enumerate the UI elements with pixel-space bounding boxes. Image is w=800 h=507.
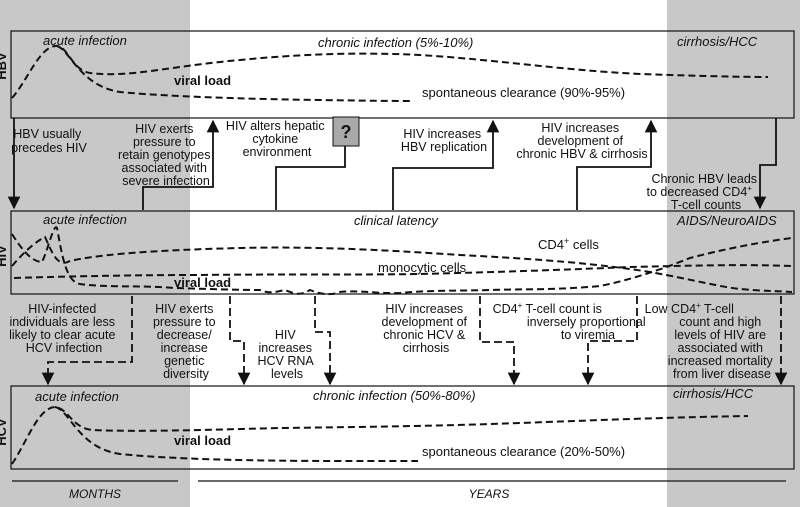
- hcv-acute-label: acute infection: [35, 389, 119, 404]
- cd4-cells-label: CD4+ cells: [538, 236, 599, 252]
- question-box: [332, 116, 360, 147]
- late-stage-shaded-region: [667, 0, 800, 507]
- hbv-side-label: HBV: [0, 52, 9, 80]
- hiv-acute-label: acute infection: [43, 212, 127, 227]
- hiv-latency-label: clinical latency: [354, 213, 439, 228]
- hbv-chronic-curve: [11, 44, 769, 99]
- hcv-viral-load-label: viral load: [174, 433, 231, 448]
- monocytic-cells-label: monocytic cells: [378, 260, 467, 275]
- arrow-replication: [392, 119, 500, 210]
- months-label: MONTHS: [69, 487, 121, 501]
- hbv-clearance-label: spontaneous clearance (90%-95%): [422, 85, 625, 100]
- arrow-hbv-cd4: [753, 118, 777, 210]
- hcv-note-viremia: CD4+ T-cell count is inversely proportio…: [493, 301, 650, 342]
- hiv-aids-label: AIDS/NeuroAIDS: [676, 213, 777, 228]
- hcv-note-rna: HIV increases HCV RNA levels: [257, 328, 316, 381]
- hcv-note-cirrhosis: HIV increases development of chronic HCV…: [382, 302, 471, 355]
- arrow-hbv-cirrhosis: [576, 119, 658, 210]
- monocytic-curve: [13, 264, 793, 279]
- arrow-cytokine: [275, 146, 346, 210]
- hcv-side-label: HCV: [0, 418, 9, 446]
- hiv-side-label: HIV: [0, 245, 9, 267]
- arrow-hcv-rna: [314, 296, 337, 386]
- hbv-note-cytokine: HIV alters hepatic cytokine environment: [226, 119, 328, 159]
- hbv-cirrhosis-label: cirrhosis/HCC: [677, 34, 758, 49]
- hcv-panel: [10, 385, 795, 470]
- hbv-note-cirrhosis: HIV increases development of chronic HBV…: [516, 121, 647, 161]
- hcv-clearance-label: spontaneous clearance (20%-50%): [422, 444, 625, 459]
- hcv-chronic-label: chronic infection (50%-80%): [313, 388, 476, 403]
- question-mark-icon: ?: [341, 122, 352, 142]
- hcv-note-mortality: Low CD4+ T-cell count and high levels of…: [645, 301, 777, 381]
- arrow-genotypes: [142, 119, 220, 210]
- arrow-hcv-cirrhosis: [479, 296, 521, 386]
- arrow-hcv-viremia: [581, 296, 638, 386]
- hbv-clearance-curve: [56, 45, 413, 102]
- hbv-panel: [10, 30, 795, 119]
- years-label: YEARS: [469, 487, 510, 501]
- months-shaded-region: [0, 0, 190, 507]
- hbv-chronic-label: chronic infection (5%-10%): [318, 35, 473, 50]
- hcv-chronic-curve: [11, 405, 749, 465]
- hcv-cirrhosis-label: cirrhosis/HCC: [673, 386, 754, 401]
- arrow-hcv-clearance: [41, 296, 133, 386]
- hiv-panel: [10, 210, 795, 295]
- arrow-hcv-diversity: [229, 296, 251, 386]
- hbv-note-genotypes: HIV exerts pressure to retain genotypes …: [118, 122, 214, 188]
- hcv-note-diversity: HIV exerts pressure to decrease/ increas…: [153, 302, 219, 381]
- hiv-viral-load-label: viral load: [174, 275, 231, 290]
- hcv-note-clearance: HIV-infected individuals are less likely…: [9, 302, 119, 355]
- hbv-acute-label: acute infection: [43, 33, 127, 48]
- hbv-note-cd4: Chronic HBV leads to decreased CD4+ T-ce…: [647, 172, 761, 212]
- hbv-viral-load-label: viral load: [174, 73, 231, 88]
- cd4-curve: [11, 235, 793, 293]
- hbv-note-replication: HIV increases HBV replication: [401, 127, 487, 154]
- hcv-clearance-curve: [54, 406, 418, 463]
- hbv-note-precedes: HBV usually precedes HIV: [11, 127, 87, 155]
